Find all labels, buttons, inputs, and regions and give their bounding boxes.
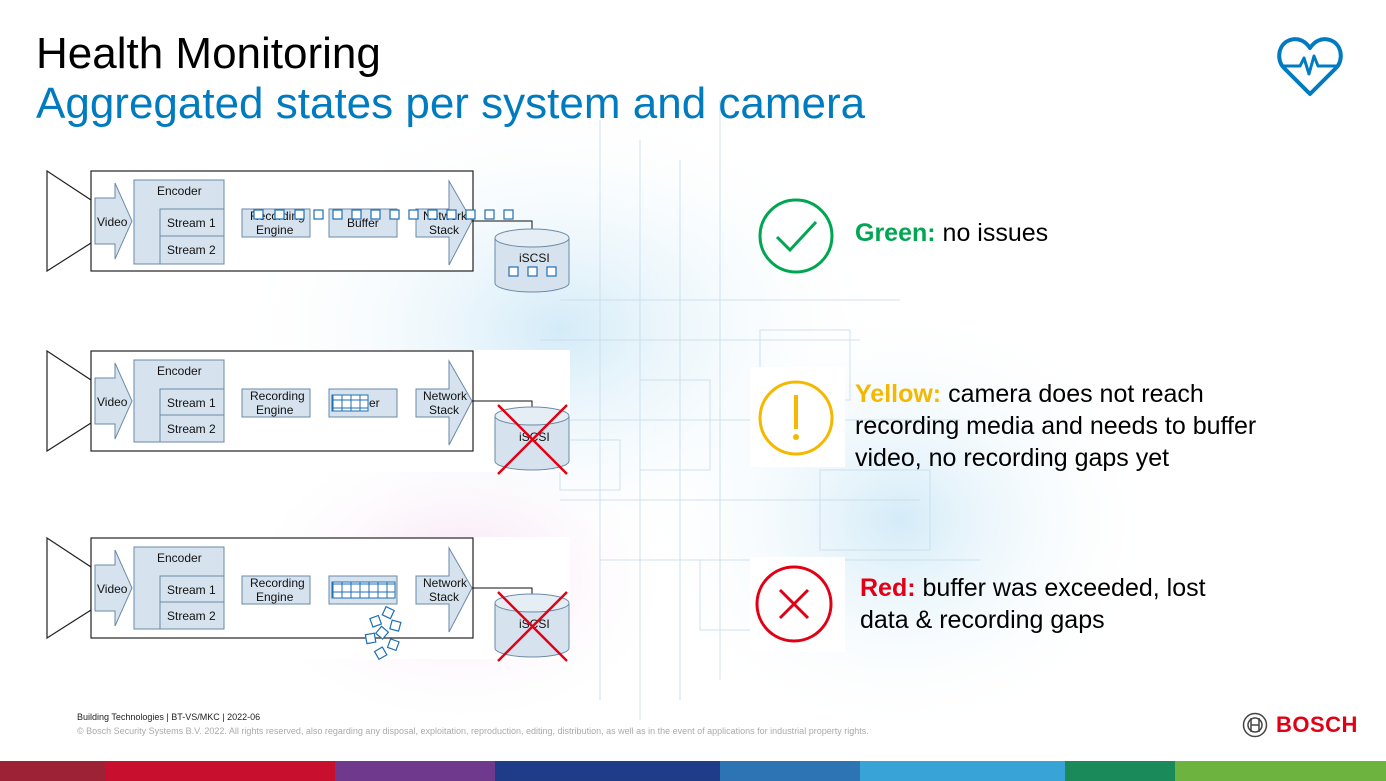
camera-lens-shape <box>46 169 92 273</box>
diagram-red: Video Encoder Stream 1 Stream 2 Recordin… <box>45 536 570 662</box>
iscsi-label: iSCSI <box>519 251 550 265</box>
cross-icon <box>755 565 833 643</box>
stream2-label: Stream 2 <box>167 243 216 257</box>
network-label-1: Network <box>423 389 468 403</box>
video-label: Video <box>97 395 128 409</box>
video-label: Video <box>97 215 128 229</box>
iscsi-cylinder-top <box>494 406 570 426</box>
buffer-label: er <box>369 396 380 410</box>
footer-copyright: © Bosch Security Systems B.V. 2022. All … <box>77 726 869 736</box>
status-yellow-label: Yellow: <box>855 380 942 408</box>
stream1-box <box>159 575 225 603</box>
network-label-1: Network <box>423 576 468 590</box>
network-label-2: Stack <box>429 403 460 417</box>
diagram-green: Video Encoder Stream 1 Stream 2 Recordin… <box>46 169 570 293</box>
status-yellow-text: camera does not reach recording media an… <box>855 380 1257 472</box>
network-stack-arrow <box>415 179 473 266</box>
slide-subtitle: Aggregated states per system and camera <box>36 79 866 128</box>
recording-label-1: Recording <box>250 576 305 590</box>
status-red: Red: buffer was exceeded, lost data & re… <box>860 572 1230 636</box>
slide-title: Health Monitoring <box>36 29 381 78</box>
stream2-label: Stream 2 <box>167 609 216 623</box>
video-arrow <box>94 362 133 440</box>
stream1-box <box>159 208 225 237</box>
recording-engine-box <box>241 575 311 605</box>
encoder-label: Encoder <box>157 364 202 378</box>
footer-department: Building Technologies | BT-VS/MKC | 2022… <box>77 712 261 722</box>
exclamation-icon <box>758 380 834 456</box>
recording-label-2: Engine <box>256 403 294 417</box>
recording-label-1: Recording <box>250 389 305 403</box>
iscsi-cylinder <box>494 238 570 293</box>
stream2-box <box>159 414 225 443</box>
status-green: Green: no issues <box>855 217 1255 249</box>
network-stack-arrow <box>415 359 473 446</box>
buffer-fill <box>331 394 369 412</box>
recording-label-2: Engine <box>256 223 294 237</box>
heart-pulse-icon <box>1277 37 1343 96</box>
diagram-yellow: Video Encoder Stream 1 Stream 2 Recordin… <box>45 349 570 475</box>
network-stack-arrow <box>415 546 473 633</box>
stream1-label: Stream 1 <box>167 583 216 597</box>
stream1-label: Stream 1 <box>167 216 216 230</box>
network-label-2: Stack <box>429 223 460 237</box>
bosch-logo-icon <box>1242 712 1268 738</box>
encoder-label: Encoder <box>157 551 202 565</box>
video-arrow <box>94 549 133 627</box>
status-yellow: Yellow: camera does not reach recording … <box>855 378 1265 474</box>
cross-out-mark <box>497 591 568 662</box>
status-green-label: Green: <box>855 219 936 247</box>
recording-label-2: Engine <box>256 590 294 604</box>
video-label: Video <box>97 582 128 596</box>
video-arrow <box>94 182 133 260</box>
lost-packets <box>364 605 402 661</box>
bosch-logo: BOSCH <box>1242 712 1358 738</box>
status-green-text: no issues <box>935 219 1049 247</box>
bosch-wordmark: BOSCH <box>1276 712 1358 737</box>
stream1-box <box>159 388 225 416</box>
encoder-label: Encoder <box>157 184 202 198</box>
stream2-label: Stream 2 <box>167 422 216 436</box>
recording-engine-box <box>241 388 311 418</box>
check-icon <box>758 198 834 274</box>
stream1-label: Stream 1 <box>167 396 216 410</box>
iscsi-cylinder-top <box>494 593 570 613</box>
status-red-text: buffer was exceeded, lost data & recordi… <box>860 574 1206 634</box>
network-label-2: Stack <box>429 590 460 604</box>
buffer-fill-full <box>331 581 396 599</box>
stream2-box <box>159 235 225 265</box>
brand-color-stripe <box>0 761 1386 781</box>
cross-out-mark <box>497 404 568 475</box>
status-red-label: Red: <box>860 574 916 602</box>
data-packets <box>253 209 557 277</box>
architecture-diagrams: Video Encoder Stream 1 Stream 2 Recordin… <box>45 169 570 662</box>
stream2-box <box>159 601 225 630</box>
iscsi-cylinder-top <box>494 228 570 248</box>
